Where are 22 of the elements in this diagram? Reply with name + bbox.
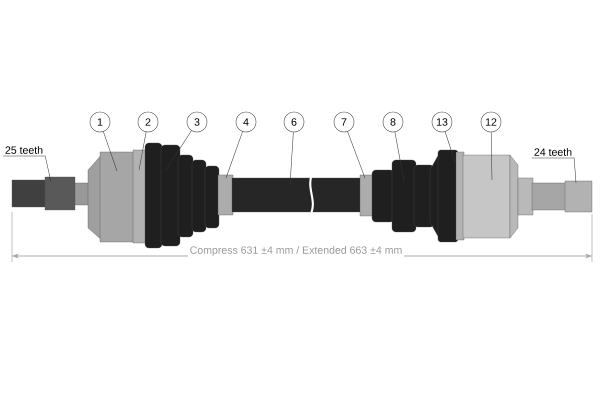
- leader-line: [103, 131, 118, 172]
- callout-number: 1: [90, 112, 110, 132]
- leader-line: [166, 130, 192, 170]
- leader-line: [290, 132, 294, 186]
- leader-line: [138, 132, 146, 170]
- callout-number: 13: [432, 112, 452, 132]
- callout-number: 6: [284, 112, 304, 132]
- leader-line: [532, 158, 576, 184]
- leader-line: [394, 132, 404, 182]
- callout-number: 12: [480, 112, 502, 132]
- leader-line: [2, 156, 52, 182]
- leader-line: [226, 131, 243, 178]
- callout-text: 25 teeth: [5, 146, 42, 154]
- callout-number: 4: [236, 112, 256, 132]
- callout-text: 24 teeth: [534, 148, 572, 156]
- callout-number: 7: [334, 112, 354, 132]
- leader-line: [347, 131, 366, 178]
- callout-number: 2: [138, 112, 158, 132]
- leader-line: [444, 131, 456, 162]
- leader-line: [490, 132, 492, 180]
- callout-number: 3: [186, 112, 208, 132]
- callout-number: 8: [382, 112, 404, 132]
